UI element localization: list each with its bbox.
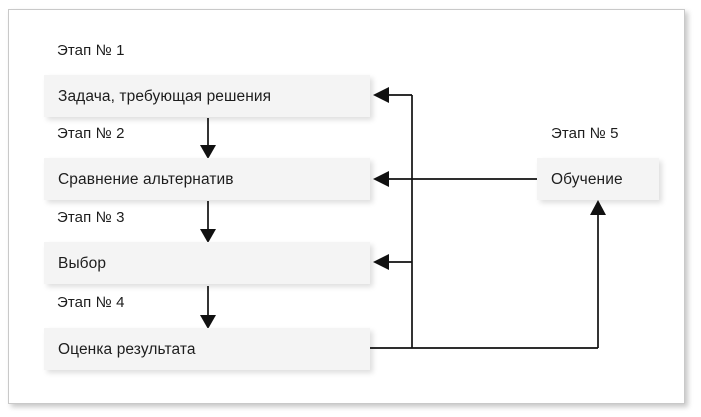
stage-label-5: Этап № 5 — [551, 125, 619, 142]
stage-label-2: Этап № 2 — [57, 125, 125, 142]
step-box-learning[interactable]: Обучение — [537, 158, 659, 200]
arrow-stage1-to-stage2 — [200, 118, 216, 159]
arrow-stage3-to-stage4 — [200, 286, 216, 329]
feedback-to-stage3 — [373, 254, 412, 270]
step-box-choice[interactable]: Выбор — [44, 242, 370, 284]
stage-label-4: Этап № 4 — [57, 294, 125, 311]
stage-label-3: Этап № 3 — [57, 209, 125, 226]
step-box-compare-alternatives[interactable]: Сравнение альтернатив — [44, 158, 370, 200]
step-box-compare-alternatives-text: Сравнение альтернатив — [58, 170, 234, 188]
feedback-to-stage1 — [373, 87, 412, 103]
step-box-learning-text: Обучение — [551, 170, 623, 188]
stage-label-1: Этап № 1 — [57, 42, 125, 59]
step-box-result-evaluation[interactable]: Оценка результата — [44, 328, 370, 370]
step-box-problem-text: Задача, требующая решения — [58, 87, 272, 105]
step-box-choice-text: Выбор — [58, 254, 107, 272]
step-box-result-evaluation-text: Оценка результата — [58, 340, 196, 358]
arrow-stage4-to-stage5 — [590, 200, 606, 348]
step-box-problem[interactable]: Задача, требующая решения — [44, 75, 370, 117]
feedback-to-stage2 — [373, 171, 537, 187]
arrow-stage2-to-stage3 — [200, 201, 216, 243]
